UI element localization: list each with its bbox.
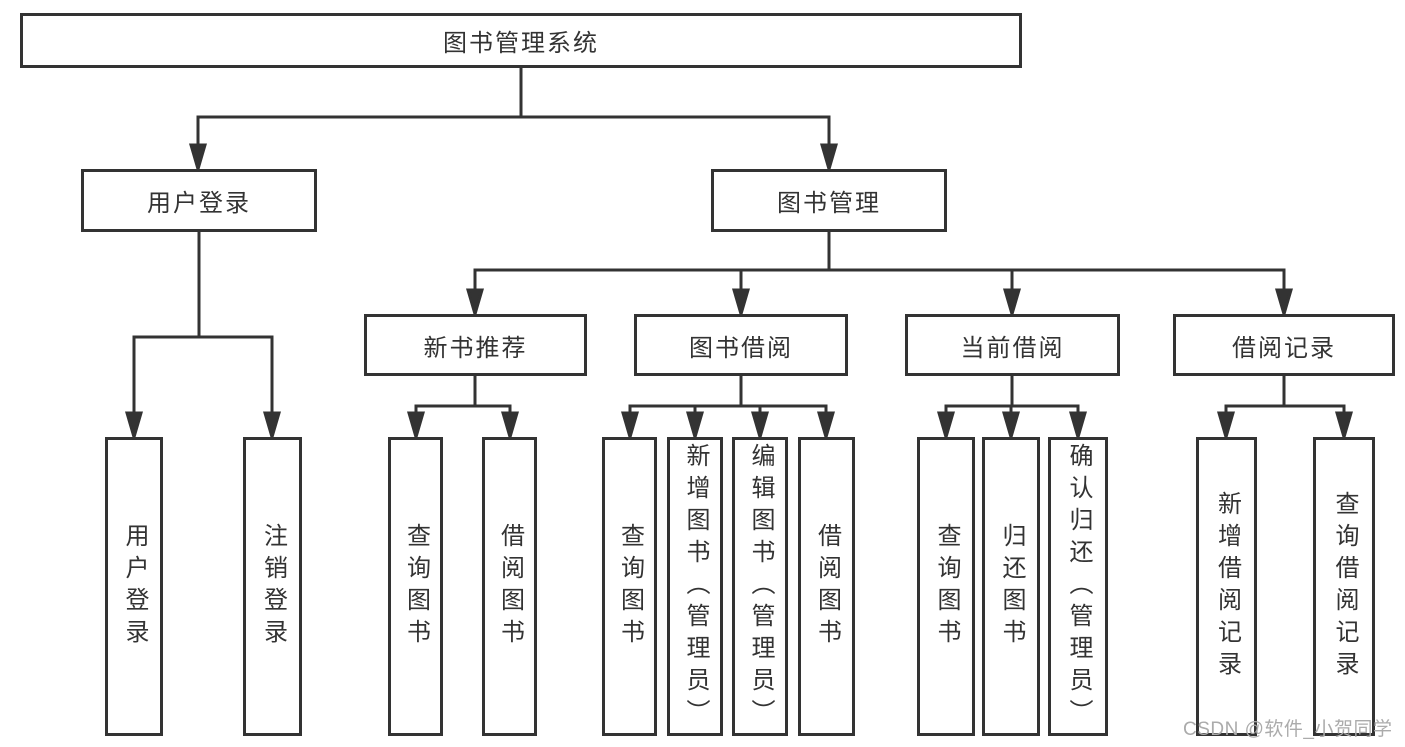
leaf-label: 归还图书	[998, 522, 1025, 651]
leaf-label: 新增图书（管理员）	[682, 442, 709, 731]
leaf-borrow-books: 借阅图书	[798, 437, 855, 736]
leaf-query-books: 查询图书	[388, 437, 443, 736]
leaf-label: 查询借阅记录	[1331, 490, 1358, 683]
leaf-label: 查询图书	[616, 522, 644, 651]
leaf-label: 编辑图书（管理员）	[747, 442, 774, 731]
leaf-add-book-admin: 新增图书（管理员）	[667, 437, 723, 736]
node-label: 借阅记录	[1232, 334, 1336, 362]
leaf-confirm-return-admin: 确认归还（管理员）	[1048, 437, 1108, 736]
node-label: 图书管理系统	[443, 30, 599, 57]
arrowhead	[621, 411, 639, 443]
arrowhead	[1275, 288, 1293, 320]
arrowhead	[1217, 411, 1235, 443]
arrowhead	[1335, 411, 1353, 443]
arrowhead	[501, 411, 519, 443]
edges-book-management	[466, 232, 1293, 320]
arrowhead	[125, 411, 143, 443]
edges-new-book-recommend	[407, 376, 519, 443]
node-new-book-recommend: 新书推荐	[364, 314, 587, 376]
leaf-label: 新增借阅记录	[1213, 490, 1241, 683]
arrowhead	[732, 288, 750, 320]
leaf-query-borrow-record: 查询借阅记录	[1313, 437, 1375, 736]
leaf-query-books: 查询图书	[917, 437, 975, 736]
leaf-label: 确认归还（管理员）	[1065, 442, 1092, 731]
node-label: 当前借阅	[960, 334, 1065, 362]
edges-book-borrowing	[621, 376, 835, 443]
node-book-management: 图书管理	[711, 169, 947, 232]
arrowhead	[1069, 411, 1087, 443]
leaf-label: 查询图书	[402, 522, 430, 651]
leaf-query-books: 查询图书	[602, 437, 657, 736]
leaf-borrow-books: 借阅图书	[482, 437, 537, 736]
node-label: 图书借阅	[689, 334, 793, 362]
leaf-add-borrow-record: 新增借阅记录	[1196, 437, 1257, 736]
leaf-label: 借阅图书	[496, 522, 524, 651]
node-current-borrowing: 当前借阅	[905, 314, 1120, 376]
leaf-label: 查询图书	[933, 522, 960, 651]
arrowhead	[820, 143, 838, 175]
arrowhead	[751, 411, 769, 443]
node-label: 用户登录	[147, 190, 251, 217]
leaf-label: 借阅图书	[813, 522, 841, 651]
csdn-watermark: CSDN @软件_小贺同学	[1183, 719, 1393, 740]
arrowhead	[817, 411, 835, 443]
arrowhead	[937, 411, 955, 443]
arrowhead	[1002, 411, 1020, 443]
edges-root	[189, 68, 838, 175]
edges-user-login	[125, 232, 281, 443]
leaf-label: 用户登录	[121, 522, 148, 651]
node-label: 新书推荐	[423, 334, 528, 362]
node-book-borrowing: 图书借阅	[634, 314, 848, 376]
node-borrow-records: 借阅记录	[1173, 314, 1395, 376]
arrowhead	[686, 411, 704, 443]
leaf-user-login: 用户登录	[105, 437, 163, 736]
arrowhead	[189, 143, 207, 175]
node-label: 图书管理	[777, 190, 881, 217]
arrowhead	[1003, 288, 1021, 320]
edges-borrow-records	[1217, 376, 1353, 443]
leaf-edit-book-admin: 编辑图书（管理员）	[732, 437, 788, 736]
arrowhead	[407, 411, 425, 443]
leaf-return-book: 归还图书	[982, 437, 1040, 736]
arrowhead	[263, 411, 281, 443]
leaf-label: 注销登录	[259, 522, 287, 651]
leaf-logout: 注销登录	[243, 437, 302, 736]
node-user-login: 用户登录	[81, 169, 317, 232]
edges-current-borrowing	[937, 376, 1087, 443]
node-root: 图书管理系统	[20, 13, 1022, 68]
arrowhead	[466, 288, 484, 320]
